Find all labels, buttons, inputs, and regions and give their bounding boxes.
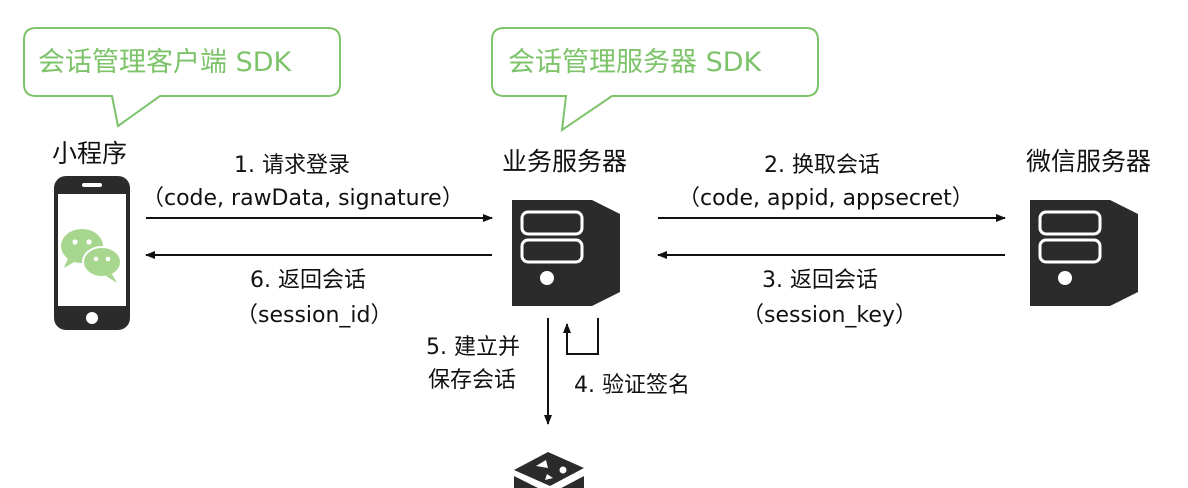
- step4-title: 4. 验证签名: [574, 373, 690, 398]
- redis-database-icon: [514, 452, 584, 488]
- business-server-label: 业务服务器: [502, 147, 627, 176]
- mini-program-label: 小程序: [52, 139, 127, 168]
- arrow-verify-signature: [563, 318, 599, 355]
- client-sdk-callout: 会话管理客户端 SDK: [23, 27, 341, 128]
- server-sdk-label: 会话管理服务器 SDK: [508, 47, 763, 78]
- step2-params: （code, appid, appsecret）: [678, 186, 974, 211]
- wechat-server-icon: [1030, 200, 1138, 306]
- step6-params: （session_id）: [236, 303, 393, 328]
- step3-title: 3. 返回会话: [762, 268, 878, 293]
- step3-params: （session_key）: [742, 303, 917, 328]
- business-server-icon: [512, 200, 620, 306]
- client-sdk-label: 会话管理客户端 SDK: [38, 47, 293, 78]
- step5-line2: 保存会话: [428, 368, 516, 393]
- smartphone-icon: [54, 176, 130, 330]
- step5-line1: 5. 建立并: [426, 335, 520, 360]
- step1-title: 1. 请求登录: [234, 153, 350, 178]
- wechat-server-label: 微信服务器: [1026, 147, 1151, 176]
- server-sdk-callout: 会话管理服务器 SDK: [491, 27, 819, 133]
- step2-title: 2. 换取会话: [764, 153, 880, 178]
- step1-params: （code, rawData, signature）: [142, 186, 464, 211]
- wechat-logo-icon: [61, 229, 122, 283]
- step6-title: 6. 返回会话: [250, 268, 366, 293]
